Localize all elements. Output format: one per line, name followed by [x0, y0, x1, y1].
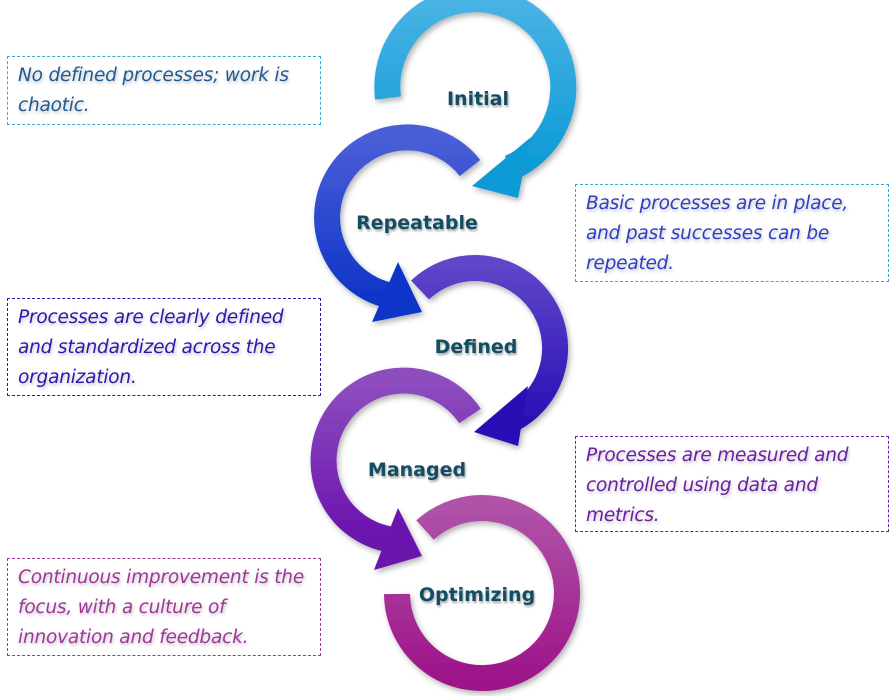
arrow-head-repeatable [372, 262, 422, 322]
stage-label-optimizing: Optimizing [418, 584, 536, 606]
cycle-arrow-optimizing [384, 495, 580, 691]
cycle-arrow-managed [310, 367, 481, 570]
description-initial: No defined processes; work is chaotic. [7, 56, 321, 125]
arrow-head-managed [374, 508, 422, 570]
cycle-arrow-repeatable [314, 124, 481, 322]
description-managed: Processes are measured and controlled us… [575, 436, 889, 532]
stage-label-initial: Initial [446, 88, 510, 110]
description-optimizing: Continuous improvement is the focus, wit… [7, 558, 321, 656]
stage-label-repeatable: Repeatable [356, 212, 478, 234]
arrow-head-initial [472, 138, 530, 198]
arrow-head-defined [474, 386, 528, 446]
cycle-arrow-initial [374, 0, 577, 198]
cycle-arrow-defined [411, 255, 569, 446]
description-defined: Processes are clearly defined and standa… [7, 298, 321, 396]
stage-label-defined: Defined [434, 336, 518, 358]
stage-label-managed: Managed [367, 459, 467, 481]
description-repeatable: Basic processes are in place, and past s… [575, 184, 889, 282]
